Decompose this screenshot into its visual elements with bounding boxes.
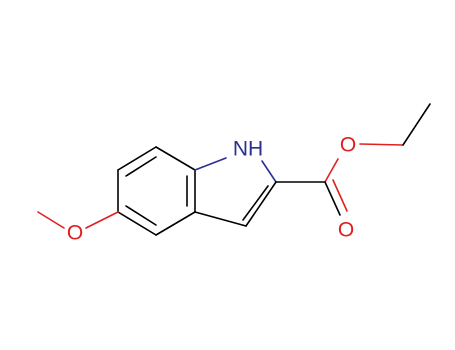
bond-ccarbonyl-oester [324, 158, 339, 183]
bond-c5-omethoxy [85, 211, 119, 229]
bond-oester-ch2 [359, 143, 404, 146]
bond-c7-c7a [155, 146, 196, 171]
bond-c6-c7 [117, 146, 157, 171]
bond-c4-c5-inner [125, 205, 157, 226]
bond-ccarbonyl-ocarbonyl-a [324, 181, 341, 216]
atom-label-nh: NH [233, 138, 263, 161]
bond-omethoxy-ch3 [37, 211, 65, 229]
bond-ccarbonyl-ocarbonyl-b [332, 179, 348, 212]
bond-ch2-ch3 [402, 103, 431, 146]
bond-c3-c3a [194, 211, 247, 227]
bond-c3a-c4 [155, 211, 196, 236]
bond-n1-c2 [261, 160, 277, 183]
bond-c2-c3 [245, 181, 277, 227]
atom-label-o-methoxy: O [67, 222, 83, 245]
atom-label-o-carbonyl: O [338, 219, 354, 242]
bond-c2-c3-inner [242, 185, 269, 221]
bond-c7a-n1 [194, 157, 227, 171]
atom-label-o-ester: O [340, 134, 356, 157]
bond-c4-c5 [117, 211, 157, 236]
bond-c6-c7-inner [125, 156, 157, 177]
